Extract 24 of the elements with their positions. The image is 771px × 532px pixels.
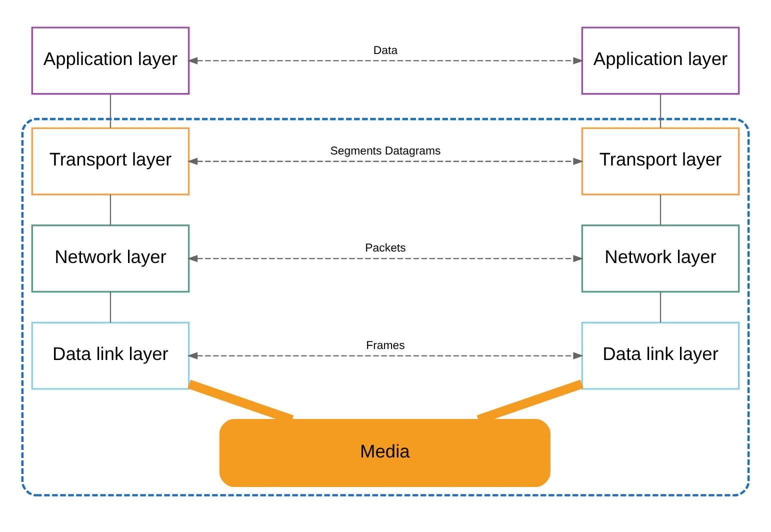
arrow (187, 57, 584, 64)
edge-label: Frames (366, 340, 405, 352)
node-box: Network layer (31, 224, 190, 293)
edge-label: Packets (365, 242, 406, 255)
connector (660, 94, 662, 128)
arrow (187, 158, 584, 165)
cluster (21, 118, 750, 496)
connector (110, 194, 112, 226)
connector (660, 194, 662, 226)
connector (110, 94, 112, 128)
connector (110, 292, 112, 323)
node-box: Transport layer (581, 127, 740, 196)
node-box: Data link layer (31, 322, 190, 390)
arrow (187, 254, 584, 262)
connector (660, 292, 662, 323)
node-box: Data link layer (581, 322, 740, 390)
node-box: Application layer (581, 26, 740, 95)
edge-label: Segments Datagrams (330, 146, 441, 158)
node-box: Network layer (581, 224, 740, 293)
node-box: Media (219, 418, 550, 487)
node-box: Transport layer (31, 127, 190, 196)
node-box: Application layer (31, 26, 190, 95)
edge-label: Data (373, 44, 398, 57)
arrow (187, 352, 584, 360)
